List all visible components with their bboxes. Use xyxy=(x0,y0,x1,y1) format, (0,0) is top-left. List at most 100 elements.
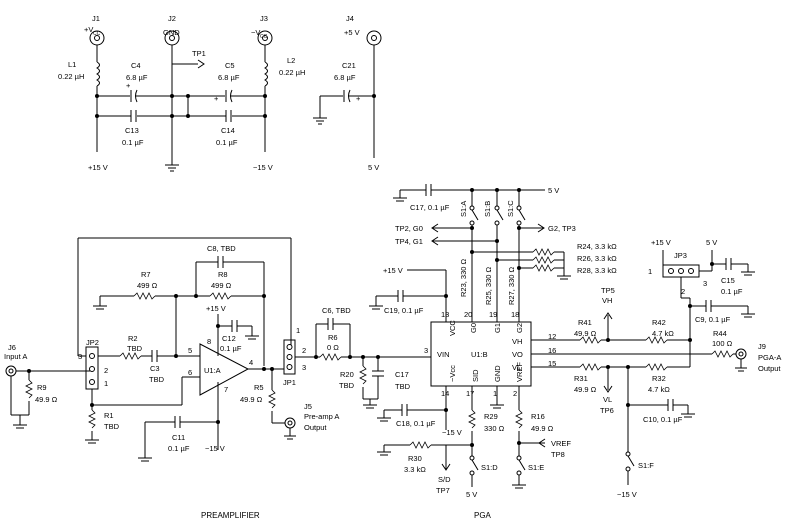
r31-label: R31 xyxy=(574,374,588,383)
jp3-pin2: 2 xyxy=(681,287,685,296)
r44-value: 100 Ω xyxy=(712,339,733,348)
r7-value: 499 Ω xyxy=(137,281,158,290)
pin19: 19 xyxy=(489,310,497,319)
pin-vin: VIN xyxy=(437,350,450,359)
l2-label: L2 xyxy=(287,56,295,65)
r7-label: R7 xyxy=(141,270,151,279)
c12-value: 0.1 µF xyxy=(220,344,242,353)
c21-plus: + xyxy=(356,94,361,103)
r32-value: 4.7 kΩ xyxy=(648,385,670,394)
r6-value: 0 Ω xyxy=(327,343,339,352)
s1f-label: S1:F xyxy=(638,461,654,470)
c11-value: 0.1 µF xyxy=(168,444,190,453)
r42-value: 4.7 kΩ xyxy=(652,329,674,338)
pin20: 20 xyxy=(464,310,472,319)
j6-name: Input A xyxy=(4,352,27,361)
r42-label: R42 xyxy=(652,318,666,327)
r8-label: R8 xyxy=(218,270,228,279)
r28-label: R28, 3.3 kΩ xyxy=(577,266,617,275)
pin16: 16 xyxy=(548,346,556,355)
vh-tp-label: VH xyxy=(602,296,612,305)
c15-value: 0.1 µF xyxy=(721,287,743,296)
r5-label: R5 xyxy=(254,383,264,392)
s1a-label: S1:A xyxy=(459,201,468,217)
r16-value: 49.9 Ω xyxy=(531,424,554,433)
u1a-pin8: 8 xyxy=(207,337,211,346)
pin-vo: VO xyxy=(512,350,523,359)
s1f-m15: −15 V xyxy=(617,490,637,499)
pin2: 2 xyxy=(513,389,517,398)
r1-value: TBD xyxy=(104,422,120,431)
j1-sub: CC xyxy=(93,31,101,37)
c14-value: 0.1 µF xyxy=(216,138,238,147)
j5-label: J5 xyxy=(304,402,312,411)
c21-value: 6.8 µF xyxy=(334,73,356,82)
r32-label: R32 xyxy=(652,374,666,383)
c18-label: C18, 0.1 µF xyxy=(396,419,436,428)
r16-label: R16 xyxy=(531,412,545,421)
c17-label: C17 xyxy=(395,370,409,379)
r29-label: R29 xyxy=(484,412,498,421)
p15-label: +15 V xyxy=(88,163,108,172)
c3-value: TBD xyxy=(149,375,165,384)
r23-label: R23, 330 Ω xyxy=(459,258,468,297)
pin-gnd: GND xyxy=(493,365,502,382)
jp1-label: JP1 xyxy=(283,378,296,387)
pin-vl: VL xyxy=(512,363,521,372)
pin-vcc: VCC xyxy=(448,320,457,336)
pin15: 15 xyxy=(548,359,556,368)
power-supply-section: J1 +V CC L1 0.22 µH +15 V + C4 6.8 µF C1… xyxy=(58,14,382,172)
r2-label: R2 xyxy=(128,334,138,343)
jp3-pin1: 1 xyxy=(648,267,652,276)
r26-label: R26, 3.3 kΩ xyxy=(577,254,617,263)
tp5-label: TP5 xyxy=(601,286,615,295)
j2-name: GND xyxy=(163,28,180,37)
u1a-m15: −15 V xyxy=(205,444,225,453)
c6-label: C6, TBD xyxy=(322,306,351,315)
jp3-label: JP3 xyxy=(674,251,687,260)
pin14: 14 xyxy=(441,389,449,398)
j4-name: +5 V xyxy=(344,28,360,37)
r41-value: 49.9 Ω xyxy=(574,329,597,338)
c4-label: C4 xyxy=(131,61,141,70)
jp2-pin1: 1 xyxy=(104,379,108,388)
j3-sub: CC xyxy=(260,34,268,40)
tp6-label: TP6 xyxy=(600,406,614,415)
vl-tp-label: VL xyxy=(603,395,612,404)
pin3: 3 xyxy=(424,346,428,355)
j3-name: −V xyxy=(251,28,260,37)
r25-label: R25, 330 Ω xyxy=(484,266,493,305)
u1a-pin7: 7 xyxy=(224,385,228,394)
v5-label: 5 V xyxy=(368,163,379,172)
vref-tp-label: VREF xyxy=(551,439,571,448)
r29-value: 330 Ω xyxy=(484,424,505,433)
pga-5v-label: 5 V xyxy=(548,186,559,195)
j1-name: +V xyxy=(84,25,93,34)
c15-label: C15 xyxy=(721,276,735,285)
pga-p15-label: +15 V xyxy=(383,266,403,275)
pin-g0: G0 xyxy=(469,323,478,333)
s1c-label: S1:C xyxy=(506,200,515,217)
r6-label: R6 xyxy=(328,333,338,342)
r9-value: 49.9 Ω xyxy=(35,395,58,404)
s1b-label: S1:B xyxy=(483,201,492,217)
c17top-label: C17, 0.1 µF xyxy=(410,203,450,212)
c17-value: TBD xyxy=(395,382,411,391)
r20-value: TBD xyxy=(339,381,355,390)
tp2-label: TP2, G0 xyxy=(395,224,423,233)
c4-value: 6.8 µF xyxy=(126,73,148,82)
jp1-pin3: 3 xyxy=(302,363,306,372)
jp2-label: JP2 xyxy=(86,338,99,347)
s1d-5v: 5 V xyxy=(466,490,477,499)
s1d-label: S1:D xyxy=(481,463,498,472)
c11-label: C11 xyxy=(172,433,185,442)
c14-label: C14 xyxy=(221,126,235,135)
r30-label: R30 xyxy=(408,454,422,463)
tp8-label: TP8 xyxy=(551,450,565,459)
j9-label: J9 xyxy=(758,342,766,351)
pin13: 13 xyxy=(441,310,449,319)
tp1-label: TP1 xyxy=(192,49,206,58)
r44-label: R44 xyxy=(713,329,727,338)
c3-label: C3 xyxy=(150,364,160,373)
